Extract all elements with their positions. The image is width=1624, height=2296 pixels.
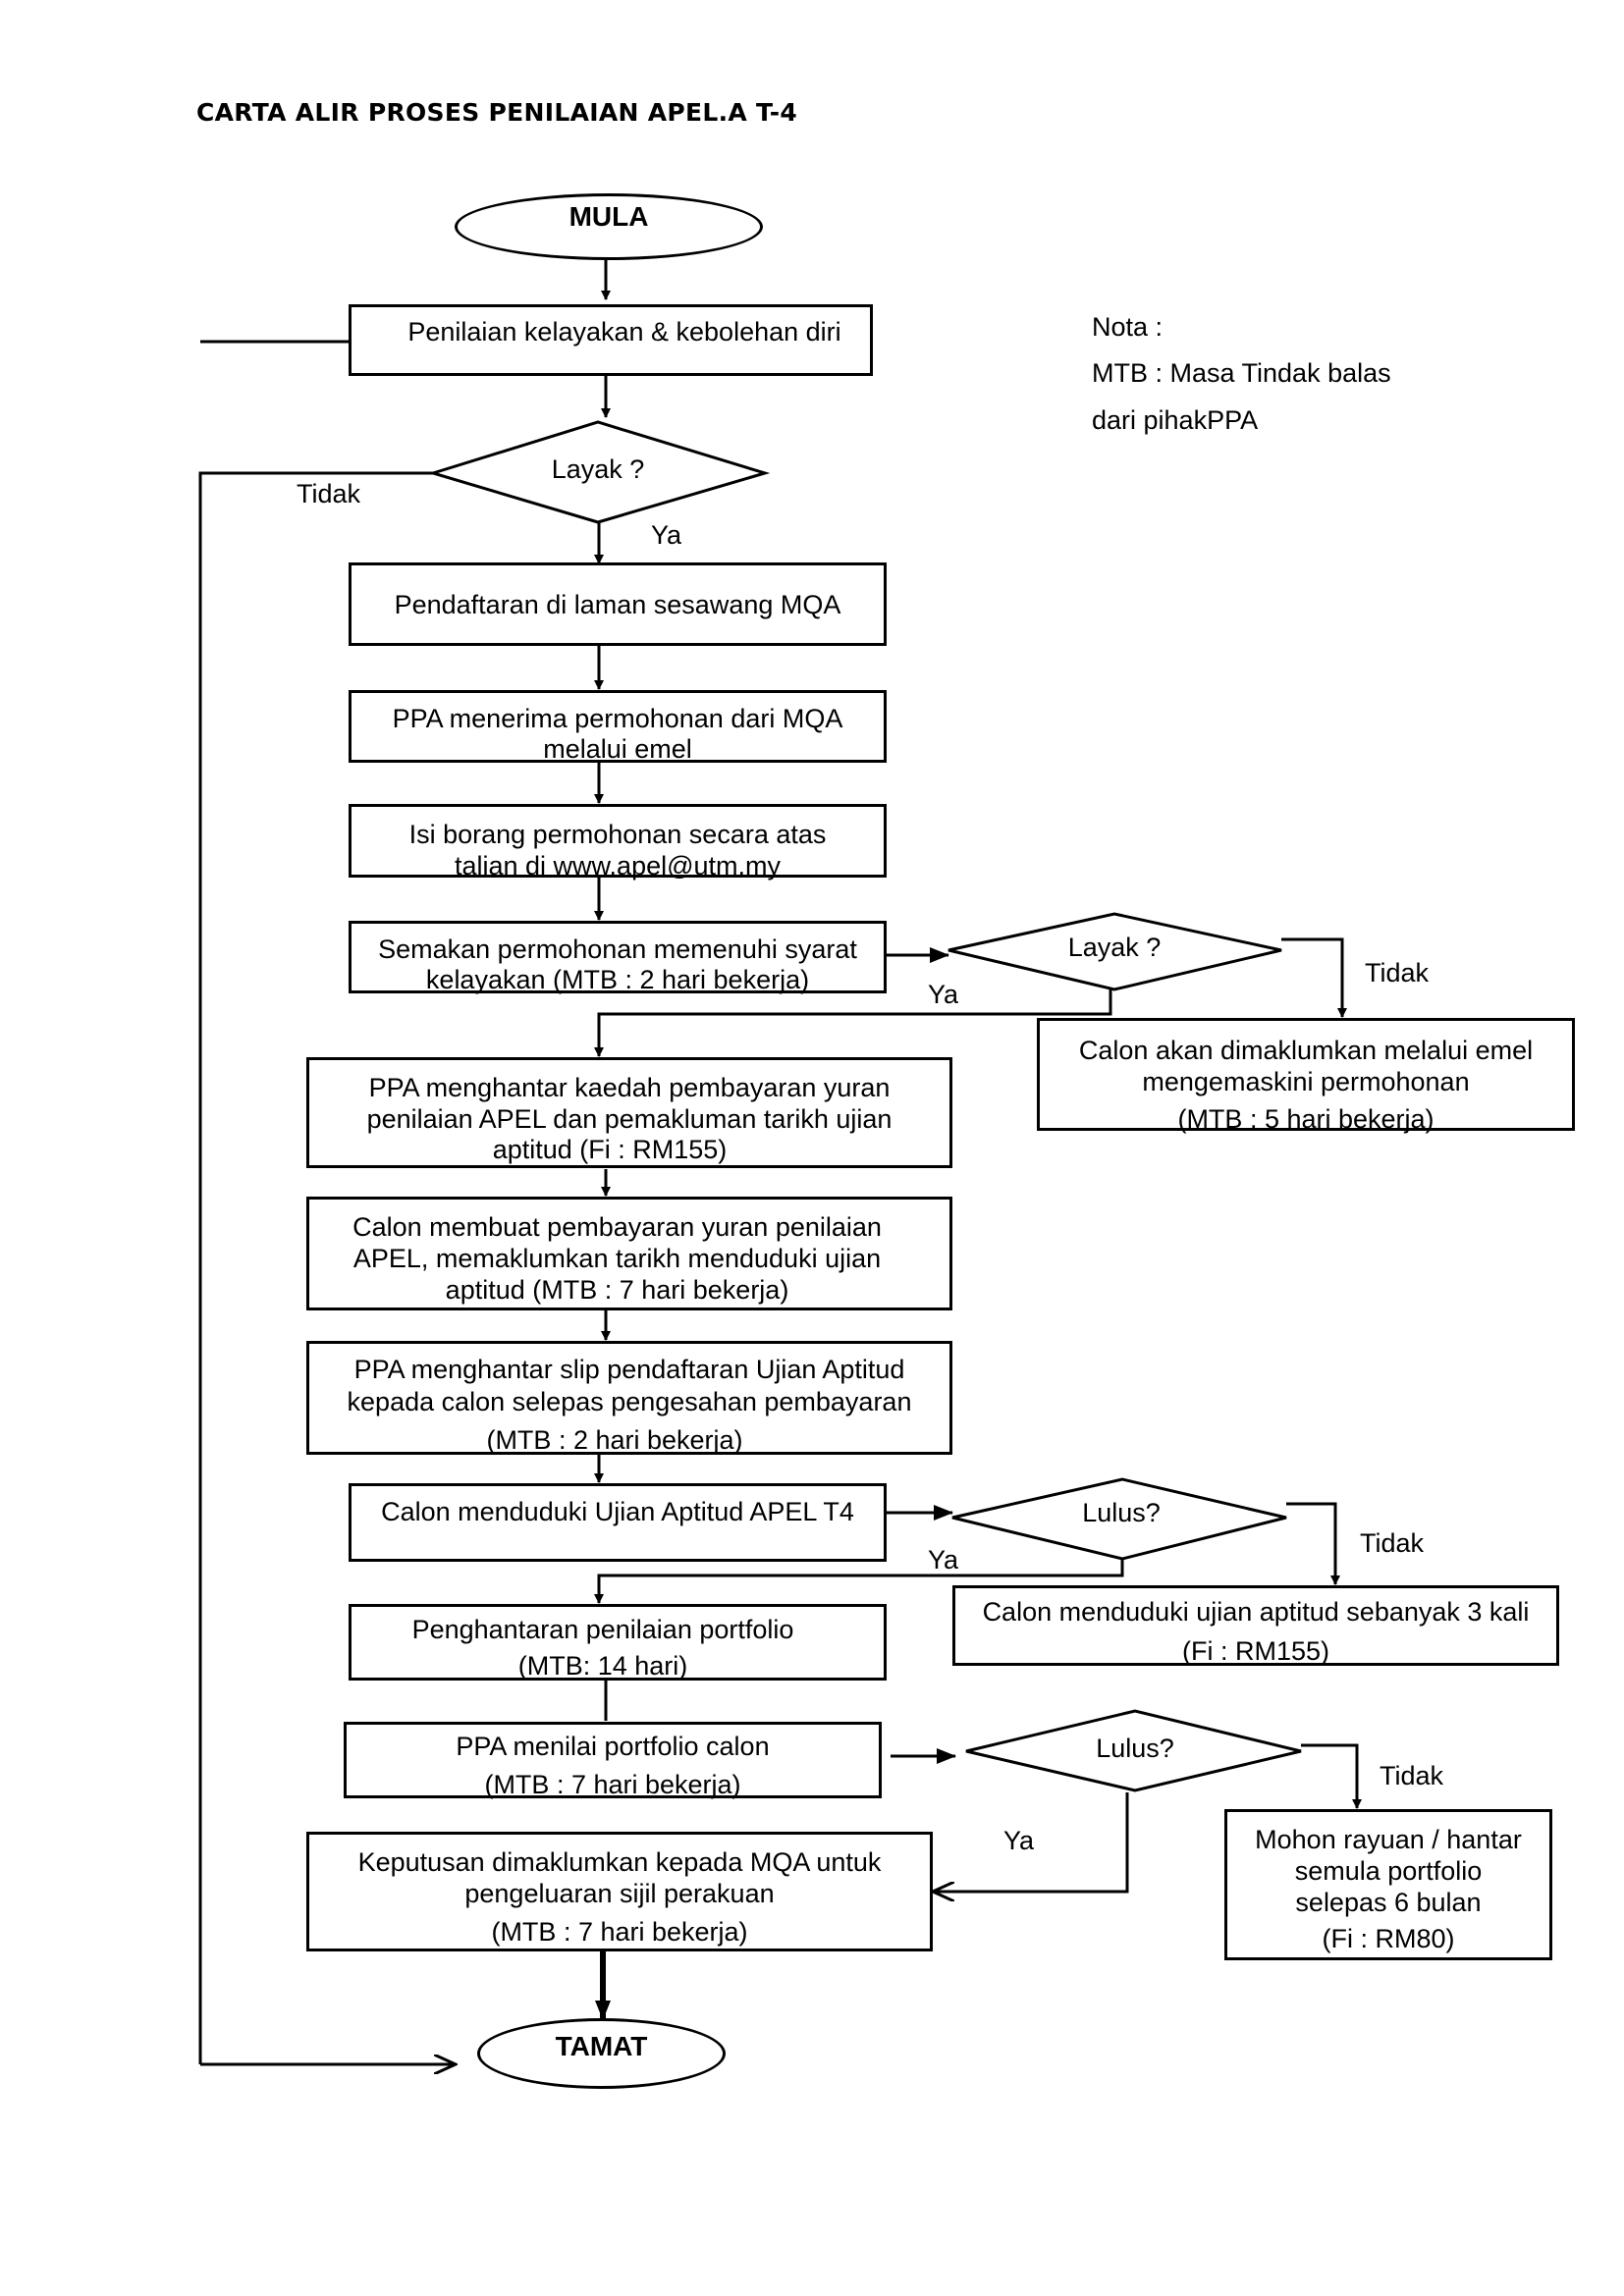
step-text: melalui emel — [543, 734, 692, 764]
loop-tidak-left — [198, 471, 433, 2064]
step-text: APEL, memaklumkan tarikh menduduki ujian — [352, 1244, 882, 1273]
note-heading: Nota : — [1092, 312, 1164, 342]
arrow-d3-tidak-to-r2 — [1286, 1502, 1340, 1585]
arrow-d2-tidak-to-r1 — [1281, 937, 1347, 1018]
step-text: Isi borang permohonan secara atas — [408, 820, 827, 849]
step-text: selepas 6 bulan — [1295, 1888, 1482, 1917]
decision-diamond-3 — [951, 1477, 1287, 1561]
step-text: (MTB : 7 hari bekerja) — [491, 1917, 748, 1947]
end-terminal: TAMAT — [477, 2018, 726, 2089]
step-text: aptitud (MTB : 7 hari bekerja) — [445, 1275, 789, 1305]
step-registration-slip: PPA menghantar slip pendaftaran Ujian Ap… — [306, 1341, 952, 1455]
decision-diamond-4 — [965, 1709, 1302, 1792]
label-ya-1: Ya — [651, 520, 682, 550]
step-text: Penghantaran penilaian portfolio — [411, 1615, 794, 1644]
decision-3-text: Lulus? — [1082, 1498, 1161, 1527]
start-label: MULA — [568, 201, 649, 232]
step-text: PPA menilai portfolio calon — [456, 1732, 770, 1761]
step-text: pengeluaran sijil perakuan — [464, 1879, 775, 1908]
step-text: Mohon rayuan / hantar — [1255, 1825, 1522, 1854]
end-label: TAMAT — [555, 2031, 648, 2061]
step-text: Calon membuat pembayaran yuran penilaian — [352, 1212, 882, 1242]
step-text: aptitud (Fi : RM155) — [492, 1135, 728, 1164]
step-text: Keputusan dimaklumkan kepada MQA untuk — [357, 1847, 882, 1877]
step-portfolio-submission: Penghantaran penilaian portfolio (MTB: 1… — [349, 1604, 887, 1681]
note-line-2: dari pihakPPA — [1092, 405, 1259, 435]
step-text: Penilaian kelayakan & kebolehan diri — [407, 317, 841, 347]
step-aptitude-test: Calon menduduki Ujian Aptitud APEL T4 — [349, 1483, 887, 1562]
label-tidak-3: Tidak — [1360, 1528, 1425, 1558]
step-decision-notified: Keputusan dimaklumkan kepada MQA untuk p… — [306, 1832, 933, 1951]
step-text: mengemaskini permohonan — [1142, 1067, 1470, 1096]
step-text: Semakan permohonan memenuhi syarat — [378, 934, 857, 964]
step-text: kelayakan (MTB : 2 hari bekerja) — [425, 965, 810, 994]
decision-1-text: Layak ? — [551, 454, 645, 484]
step-ppa-receive: PPA menerima permohonan dari MQA melalui… — [349, 690, 887, 764]
step-text: semula portfolio — [1294, 1856, 1483, 1886]
label-ya-2: Ya — [928, 980, 959, 1009]
label-tidak-4: Tidak — [1380, 1761, 1444, 1790]
decision-2-text: Layak ? — [1067, 933, 1162, 962]
step-text: penilaian APEL dan pemakluman tarikh uji… — [366, 1104, 893, 1134]
step-text: talian di www.apel@utm.my — [454, 851, 782, 881]
step-online-form: Isi borang permohonan secara atas talian… — [349, 804, 887, 881]
step-text: (Fi : RM80) — [1322, 1924, 1455, 1953]
result-update-application: Calon akan dimaklumkan melalui emel meng… — [1037, 1018, 1575, 1134]
step-text: Pendaftaran di laman sesawang MQA — [394, 590, 841, 619]
step-text: (MTB : 2 hari bekerja) — [486, 1425, 743, 1455]
step-text: (Fi : RM155) — [1181, 1636, 1330, 1666]
step-text: Calon akan dimaklumkan melalui emel — [1078, 1036, 1534, 1065]
arrow-d2-ya-to-s6 — [594, 989, 1112, 1057]
label-tidak-1: Tidak — [297, 479, 361, 508]
result-retake-aptitude: Calon menduduki ujian aptitud sebanyak 3… — [952, 1585, 1559, 1666]
page-title: CARTA ALIR PROSES PENILAIAN APEL.A T-4 — [196, 98, 798, 127]
step-eligibility-assessment: Penilaian kelayakan & kebolehan diri — [349, 304, 873, 376]
result-appeal-resubmit: Mohon rayuan / hantar semula portfolio s… — [1224, 1809, 1552, 1960]
step-text: (MTB: 14 hari) — [517, 1651, 688, 1681]
arrow-d3-ya-to-s10 — [594, 1559, 1124, 1604]
arrow-d4-tidak-to-r3 — [1301, 1743, 1362, 1809]
decision-diamond-1 — [427, 420, 771, 524]
step-text: Calon menduduki ujian aptitud sebanyak 3… — [982, 1597, 1530, 1627]
step-text: PPA menghantar slip pendaftaran Ujian Ap… — [353, 1355, 905, 1384]
label-tidak-2: Tidak — [1365, 958, 1430, 988]
label-ya-4: Ya — [1003, 1826, 1035, 1855]
arrow-d4-ya-to-s12 — [933, 1792, 1129, 1892]
decision-diamond-2 — [947, 912, 1282, 991]
decision-4-text: Lulus? — [1096, 1734, 1174, 1763]
step-payment-method: PPA menghantar kaedah pembayaran yuran p… — [306, 1057, 952, 1168]
step-text: kepada calon selepas pengesahan pembayar… — [347, 1387, 912, 1416]
step-mqa-registration: Pendaftaran di laman sesawang MQA — [349, 562, 887, 646]
step-text: (MTB : 7 hari bekerja) — [484, 1770, 741, 1799]
step-text: (MTB : 5 hari bekerja) — [1177, 1104, 1435, 1134]
start-terminal: MULA — [455, 193, 763, 260]
step-text: PPA menerima permohonan dari MQA — [392, 704, 843, 733]
step-eligibility-check: Semakan permohonan memenuhi syarat kelay… — [349, 921, 887, 994]
step-candidate-payment: Calon membuat pembayaran yuran penilaian… — [306, 1197, 952, 1310]
label-ya-3: Ya — [928, 1545, 959, 1575]
step-text: Calon menduduki Ujian Aptitud APEL T4 — [381, 1497, 854, 1526]
step-text: PPA menghantar kaedah pembayaran yuran — [368, 1073, 891, 1102]
note-line-1: MTB : Masa Tindak balas — [1092, 358, 1391, 388]
step-portfolio-assessment: PPA menilai portfolio calon (MTB : 7 har… — [344, 1722, 882, 1799]
